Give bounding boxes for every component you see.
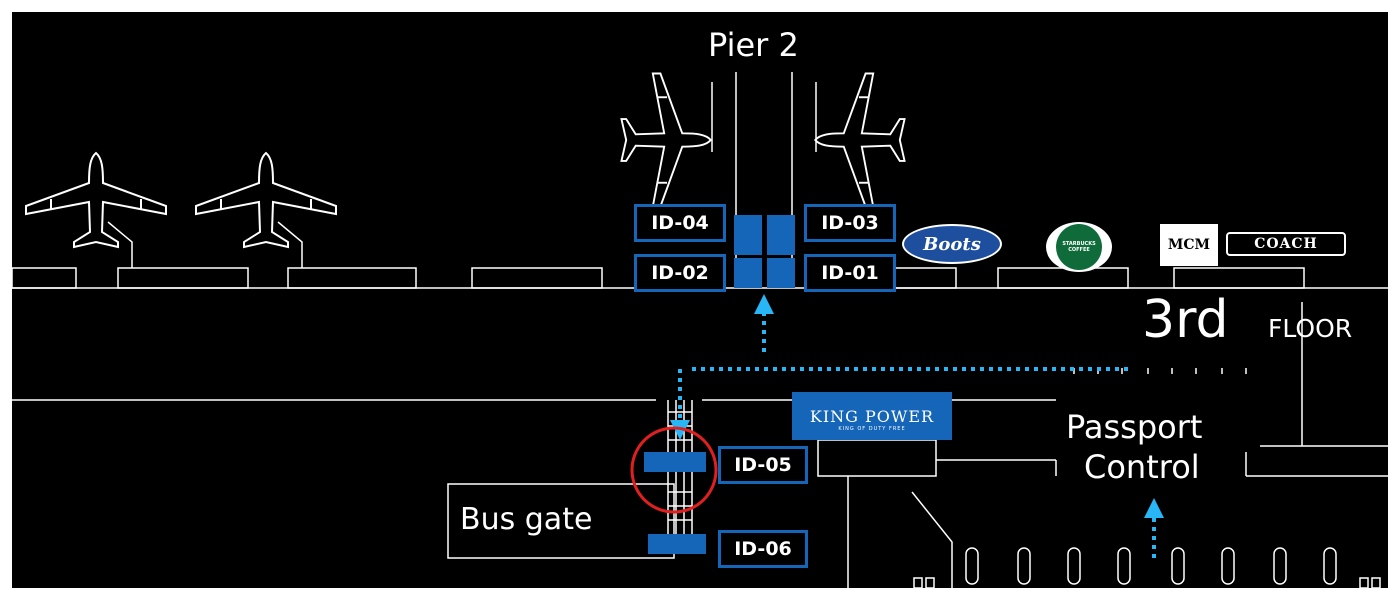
- starbucks-badge: STARBUCKS COFFEE: [1056, 224, 1102, 270]
- map-lines: [12, 72, 1388, 588]
- mcm-logo: MCM: [1160, 224, 1218, 266]
- gate-id-04[interactable]: ID-04: [634, 204, 726, 242]
- gate-id-03[interactable]: ID-03: [804, 204, 896, 242]
- pier-gate-blocks: [734, 215, 795, 288]
- mcm-logo-text: MCM: [1167, 237, 1211, 253]
- bench-icon: [913, 577, 1381, 588]
- starbucks-logo: STARBUCKS COFFEE: [1046, 222, 1112, 272]
- passport-control-line2: Control: [1084, 448, 1200, 486]
- terminal-floor-map: Pier 2 3rd FLOOR ID-04 ID-03 ID-02 ID-01…: [12, 12, 1388, 588]
- airplane-icon: [814, 72, 906, 208]
- lower-gate-blocks: [644, 452, 706, 554]
- boots-logo: Boots: [902, 224, 1002, 264]
- pier-label: Pier 2: [708, 26, 799, 64]
- gate-id-05[interactable]: ID-05: [718, 446, 808, 484]
- airplane-icon: [195, 152, 337, 248]
- boots-logo-text: Boots: [923, 233, 981, 255]
- starbucks-logo-text: STARBUCKS COFFEE: [1062, 241, 1096, 253]
- airplane-icon: [620, 72, 712, 208]
- coach-logo: COACH: [1226, 232, 1346, 256]
- gate-buildings: [12, 267, 1305, 289]
- airplane-icon: [25, 152, 167, 248]
- king-power-logo: KING POWER KING OF DUTY FREE: [792, 392, 952, 440]
- gate-id-01[interactable]: ID-01: [804, 254, 896, 292]
- coach-logo-text: COACH: [1254, 236, 1318, 252]
- gate-id-02[interactable]: ID-02: [634, 254, 726, 292]
- highlight-circle: [630, 426, 718, 514]
- jet-bridge: [277, 221, 303, 268]
- king-power-logo-text: KING POWER: [809, 406, 935, 426]
- pier-2-corridor: [711, 72, 817, 268]
- dotted-route-arrow: [670, 294, 1164, 558]
- passport-control-line1: Passport: [1066, 408, 1203, 446]
- floor-number: 3rd: [1142, 290, 1229, 350]
- passport-booths: [965, 547, 1337, 585]
- floor-word: FLOOR: [1268, 314, 1353, 343]
- jet-bridge: [107, 221, 133, 268]
- bus-gate-label: Bus gate: [460, 502, 593, 537]
- king-power-tagline: KING OF DUTY FREE: [838, 425, 906, 432]
- gate-id-06[interactable]: ID-06: [718, 530, 808, 568]
